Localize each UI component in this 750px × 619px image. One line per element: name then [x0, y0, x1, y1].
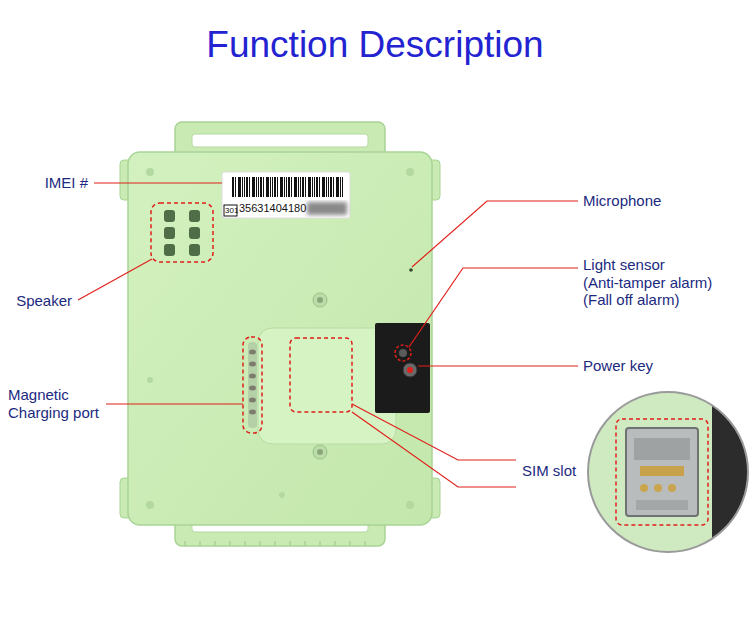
button-block	[375, 323, 430, 413]
callout-label: Light sensor	[583, 256, 665, 274]
screw	[313, 293, 327, 459]
callout-label: Microphone	[583, 192, 661, 210]
diagram-title: Function Description	[0, 23, 750, 67]
speaker-holes	[164, 210, 200, 256]
microphone-hole	[409, 268, 413, 272]
highlight-circle	[395, 345, 411, 361]
charging-pins	[248, 342, 257, 428]
callout-label: Magnetic Charging port	[8, 386, 107, 422]
highlight-box	[290, 338, 352, 412]
callout-label: Speaker	[16, 292, 72, 310]
imei-sticker	[222, 172, 350, 218]
sim-inset	[588, 380, 750, 570]
leader-lines	[78, 183, 578, 487]
callout-label: IMEI #	[45, 174, 88, 192]
highlight-box	[243, 337, 262, 433]
imei-number: 35631404180	[239, 202, 306, 215]
barcode-prefix: 301	[225, 206, 238, 216]
callout-label: Power key	[583, 357, 653, 375]
highlight-box	[151, 203, 213, 262]
callout-label: (Fall off alarm)	[583, 291, 679, 309]
corner-dots	[146, 168, 414, 509]
device-body	[128, 152, 432, 525]
callout-label: (Anti-tamper alarm)	[583, 274, 712, 292]
callout-label: SIM slot	[522, 462, 576, 480]
